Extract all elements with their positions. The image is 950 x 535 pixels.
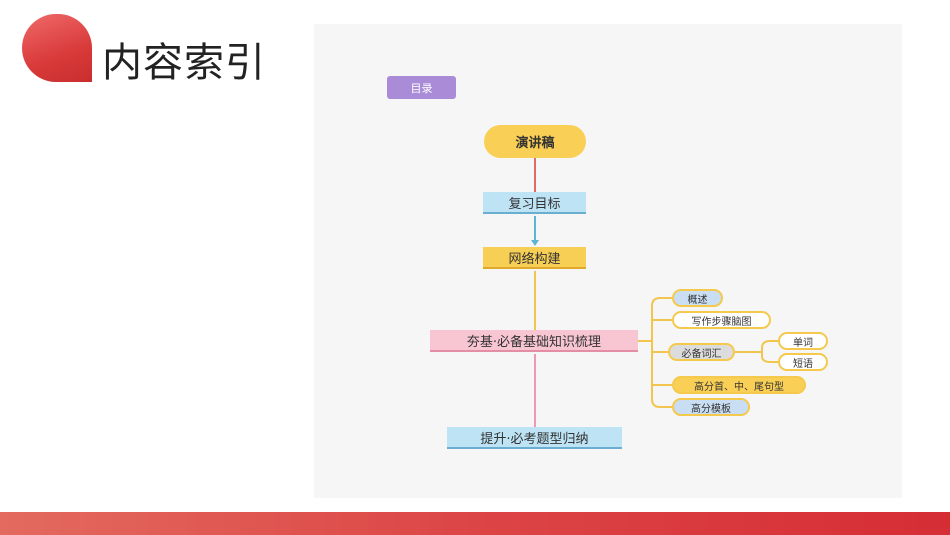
page-title: 内容索引	[102, 40, 266, 86]
leaf-words: 单词	[778, 332, 828, 350]
leaf-phrases: 短语	[778, 353, 828, 371]
leaf-mindmap: 写作步骤脑图	[672, 311, 771, 329]
root-node: 演讲稿	[484, 125, 586, 158]
leaf-overview: 概述	[672, 289, 723, 307]
node-review-goals: 复习目标	[483, 192, 586, 214]
toc-label: 目录	[387, 76, 456, 99]
title-decoration	[22, 14, 92, 82]
node-basics: 夯基·必备基础知识梳理	[430, 330, 638, 352]
bottom-accent-bar	[0, 512, 950, 535]
diagram-panel	[314, 24, 902, 498]
leaf-sentences: 高分首、中、尾句型	[672, 376, 806, 394]
node-network: 网络构建	[483, 247, 586, 269]
node-upgrade: 提升·必考题型归纳	[447, 427, 622, 449]
leaf-vocab: 必备词汇	[668, 343, 735, 361]
leaf-template: 高分模板	[672, 398, 750, 416]
